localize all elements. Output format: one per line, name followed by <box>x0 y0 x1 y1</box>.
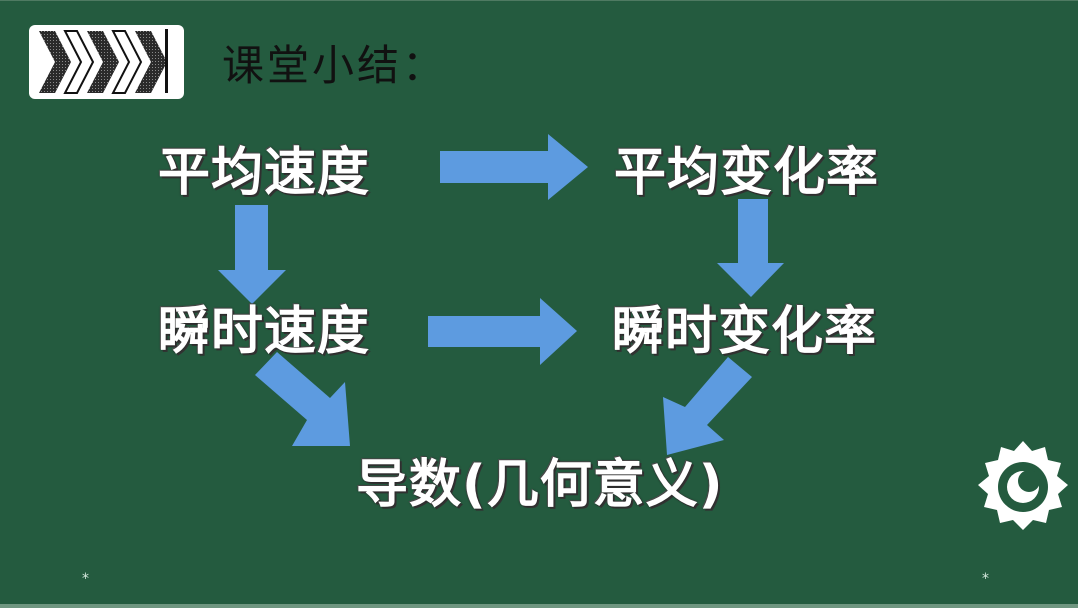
arrow-down-icon <box>717 199 784 297</box>
arrow-diagonal-icon <box>255 352 350 446</box>
node-average-speed: 平均速度 <box>158 143 371 203</box>
slide-title: 课堂小结： <box>222 41 448 90</box>
star-decoration-right: * <box>982 571 989 587</box>
arrow-down-icon <box>218 205 286 304</box>
sun-moon-badge-icon[interactable] <box>976 440 1070 534</box>
arrow-diagonal-icon <box>663 357 752 455</box>
chevron-arrows-icon <box>29 25 184 99</box>
node-average-rate-of-change: 平均变化率 <box>614 143 880 203</box>
arrow-right-icon <box>440 134 588 200</box>
arrow-right-icon <box>428 298 577 365</box>
star-decoration-left: * <box>82 571 89 587</box>
node-derivative-geometric-meaning: 导数(几何意义) <box>356 455 724 515</box>
node-instantaneous-speed: 瞬时速度 <box>158 302 371 362</box>
node-instantaneous-rate-of-change: 瞬时变化率 <box>612 302 878 362</box>
